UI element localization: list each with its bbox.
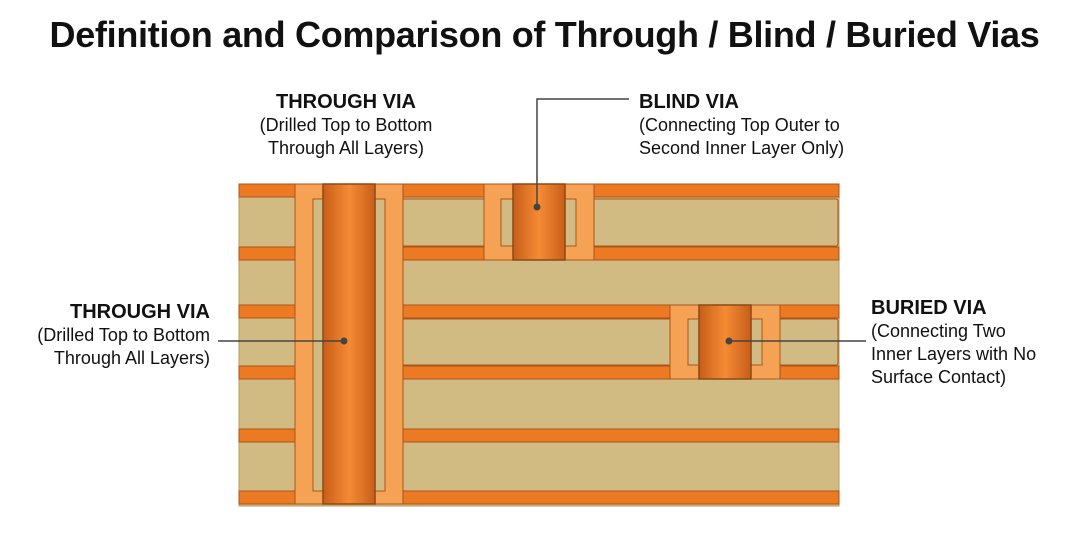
blind-via-desc-2: Second Inner Layer Only) bbox=[639, 138, 845, 158]
through-via-top-heading: THROUGH VIA bbox=[276, 91, 416, 113]
through-via-top-desc-2: Through All Layers) bbox=[267, 138, 425, 158]
buried-via-label: BURIED VIA (Connecting Two Inner Layers … bbox=[871, 296, 1085, 389]
through-via-left-label: THROUGH VIA (Drilled Top to Bottom Throu… bbox=[4, 300, 210, 370]
substrate-clearances bbox=[385, 198, 839, 366]
buried-via-heading: BURIED VIA bbox=[871, 297, 987, 319]
through-via-barrel bbox=[322, 183, 376, 505]
through-via-top-desc-1: (Drilled Top to Bottom bbox=[259, 115, 433, 135]
blind-via-dot bbox=[533, 203, 541, 211]
blind-via-label: BLIND VIA (Connecting Top Outer to Secon… bbox=[639, 90, 899, 160]
blind-via-barrel bbox=[512, 183, 566, 261]
through-via-left-heading: THROUGH VIA bbox=[70, 301, 210, 323]
through-via-left-desc-2: Through All Layers) bbox=[53, 348, 210, 368]
through-via-dot bbox=[340, 337, 348, 345]
leader-lines bbox=[218, 98, 866, 342]
buried-via bbox=[669, 304, 781, 380]
buried-via-desc-1: (Connecting Two bbox=[871, 321, 1006, 341]
buried-via-barrel bbox=[698, 304, 752, 380]
buried-via-desc-2: Inner Layers with No bbox=[871, 344, 1037, 364]
through-via-top-label: THROUGH VIA (Drilled Top to Bottom Throu… bbox=[226, 90, 466, 160]
buried-via-dot bbox=[725, 337, 733, 345]
leader-dots bbox=[340, 203, 733, 345]
blind-via-heading: BLIND VIA bbox=[639, 91, 739, 113]
through-via bbox=[294, 183, 404, 505]
blind-via-leader bbox=[536, 98, 629, 207]
buried-via-desc-3: Surface Contact) bbox=[871, 367, 1007, 387]
blind-via bbox=[483, 183, 595, 261]
blind-via-desc-1: (Connecting Top Outer to bbox=[639, 115, 840, 135]
through-via-left-desc-1: (Drilled Top to Bottom bbox=[37, 325, 210, 345]
diagram-title: Definition and Comparison of Through / B… bbox=[49, 14, 1040, 55]
